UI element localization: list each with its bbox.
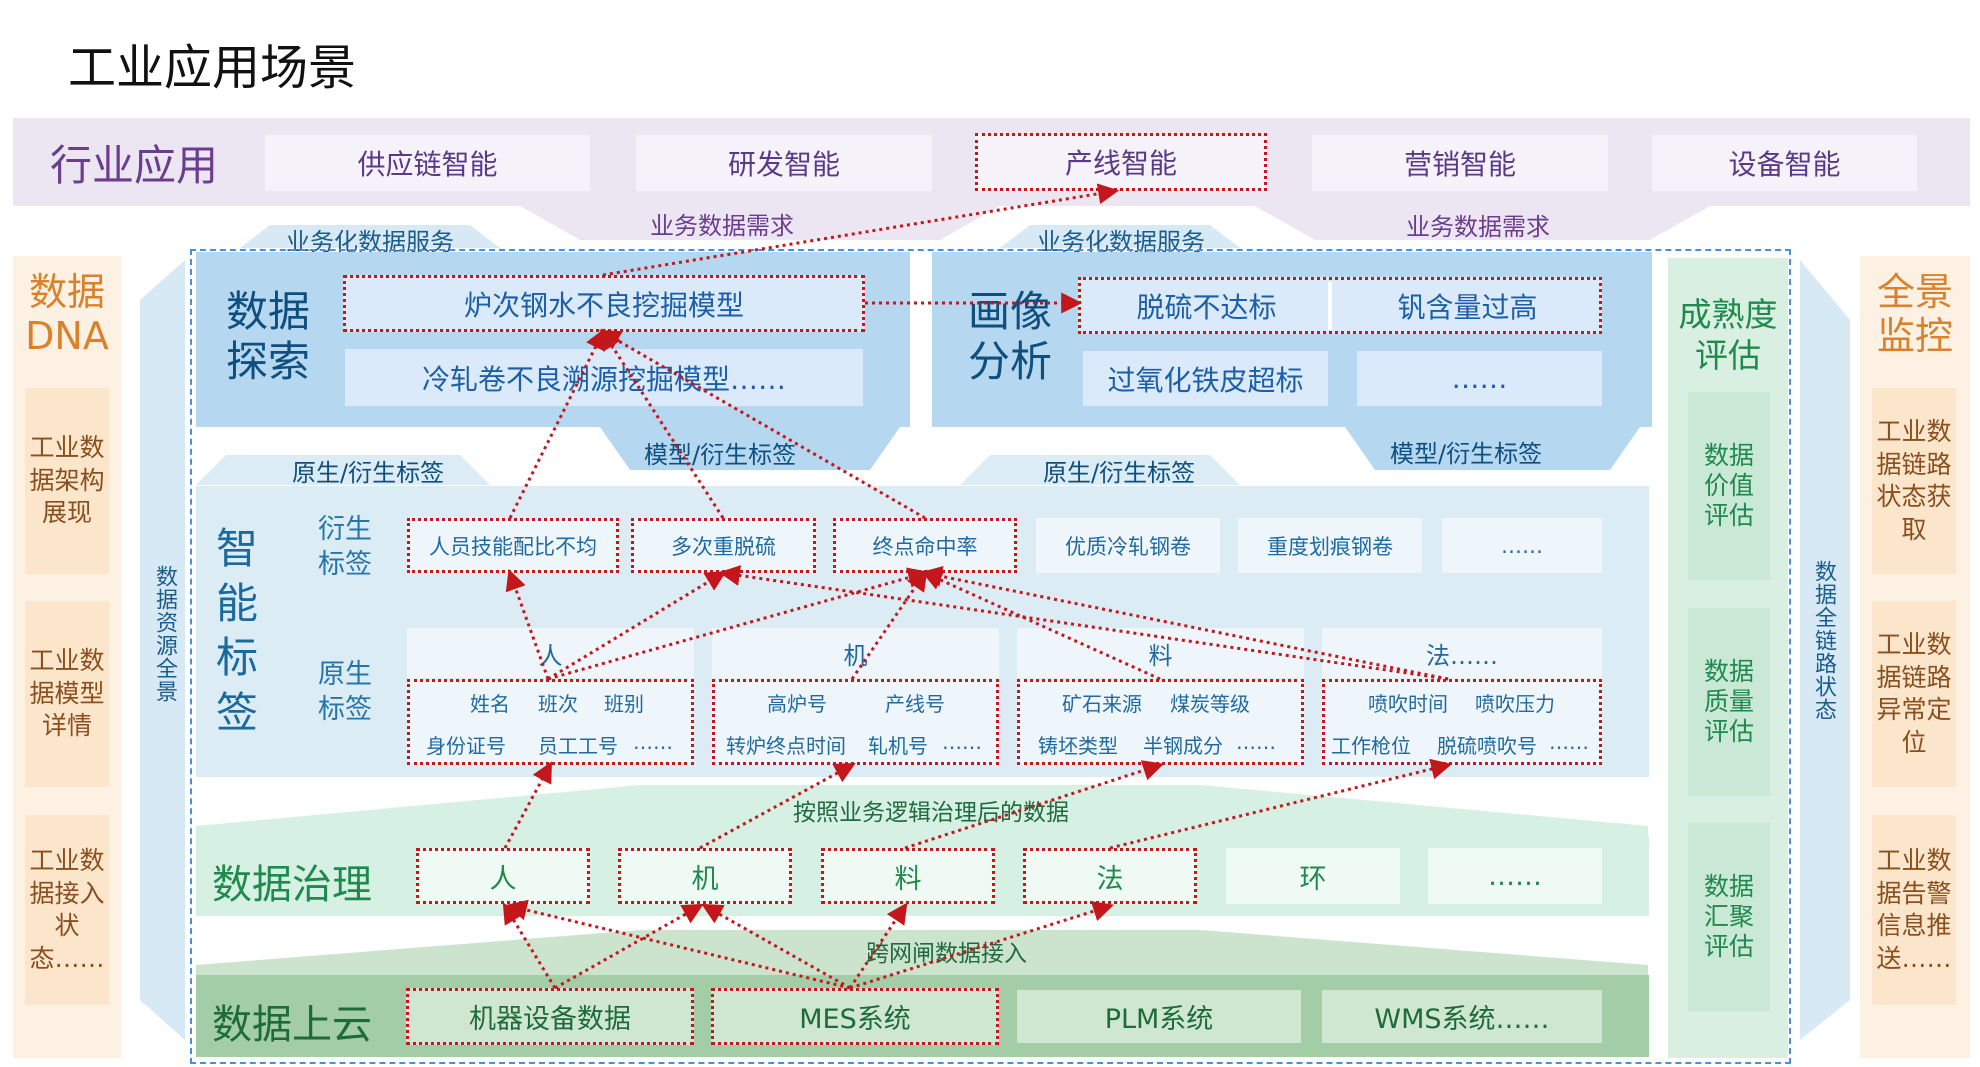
maturity-item-quality[interactable]: 数据质量评估 — [1688, 608, 1770, 796]
industry-item-equipment[interactable]: 设备智能 — [1652, 135, 1917, 191]
native-tag-more-2: …… — [942, 730, 982, 754]
native-tag-lance-position: 工作枪位 — [1331, 734, 1411, 758]
industry-item-rd[interactable]: 研发智能 — [636, 135, 932, 191]
label-native-derived-1: 原生/衍生标签 — [292, 459, 445, 487]
native-tag-blow-time: 喷吹时间 — [1368, 692, 1448, 716]
native-tag-coal-grade: 煤炭等级 — [1170, 692, 1250, 716]
smart-tags-title: 智能标签 — [216, 524, 259, 737]
native-tag-blow-pressure: 喷吹压力 — [1475, 692, 1555, 716]
category-machine: 机 — [712, 628, 999, 678]
native-tag-more-4: …… — [1549, 730, 1589, 754]
category-method: 法…… — [1322, 628, 1602, 678]
data-dna-item-model[interactable]: 工业数据模型详情 — [25, 601, 109, 787]
native-tag-name: 姓名 — [470, 692, 510, 716]
data-dna-item-architecture[interactable]: 工业数据架构展现 — [25, 388, 109, 574]
maturity-title-text: 成熟度评估 — [1678, 294, 1778, 375]
derived-tag-scratch-roll[interactable]: 重度划痕钢卷 — [1238, 518, 1422, 573]
native-tag-billet-type: 铸坯类型 — [1038, 734, 1118, 758]
native-tags-label: 原生标签 — [318, 659, 372, 726]
derived-tag-quality-roll[interactable]: 优质冷轧钢卷 — [1036, 518, 1220, 573]
panorama-title: 全景监控 — [1860, 270, 1970, 360]
native-tag-semi-steel: 半钢成分 — [1143, 734, 1223, 758]
data-governance-title: 数据治理 — [212, 862, 372, 908]
native-tag-line-no: 产线号 — [885, 692, 945, 716]
panorama-title-text: 全景监控 — [1876, 270, 1953, 358]
derived-tag-endpoint[interactable]: 终点命中率 — [833, 518, 1017, 573]
data-cloud-title: 数据上云 — [212, 1002, 372, 1048]
image-item-divider — [1328, 282, 1332, 330]
governance-item-method[interactable]: 法 — [1023, 848, 1197, 904]
native-group-person[interactable] — [407, 679, 694, 765]
derived-tags-label: 衍生标签 — [318, 514, 372, 581]
label-cross-network: 跨网闸数据接入 — [866, 941, 1027, 967]
image-item-vanadium[interactable]: 钒含量过高 — [1397, 291, 1538, 324]
image-item-desulfur[interactable]: 脱硫不达标 — [1136, 291, 1277, 324]
cloud-item-wms[interactable]: WMS系统…… — [1322, 990, 1602, 1043]
industry-item-marketing[interactable]: 营销智能 — [1312, 135, 1608, 191]
image-analysis-title: 画像分析 — [968, 287, 1053, 387]
label-native-derived-2: 原生/衍生标签 — [1043, 459, 1196, 487]
data-dna-item-access[interactable]: 工业数据接入状态…… — [25, 815, 109, 1005]
data-resource-label: 数据资源全景 — [152, 565, 177, 703]
cloud-item-machine-data[interactable]: 机器设备数据 — [406, 988, 694, 1045]
label-business-demand-2: 业务数据需求 — [1406, 213, 1550, 241]
panorama-item-status[interactable]: 工业数据链路状态获取 — [1872, 388, 1956, 574]
industry-item-supply[interactable]: 供应链智能 — [265, 135, 590, 191]
native-tag-team: 班别 — [604, 692, 644, 716]
page-title: 工业应用场景 — [68, 40, 357, 96]
category-person: 人 — [407, 628, 694, 678]
native-group-method[interactable] — [1322, 679, 1602, 765]
label-model-derived-2: 模型/衍生标签 — [1390, 440, 1543, 468]
native-tag-shift: 班次 — [538, 692, 578, 716]
governance-item-material[interactable]: 料 — [821, 848, 995, 904]
image-red-group — [1078, 277, 1602, 334]
label-model-derived-1: 模型/衍生标签 — [644, 441, 797, 469]
maturity-item-aggregation[interactable]: 数据汇聚评估 — [1688, 823, 1770, 1011]
native-tag-desulfur-no: 脱硫喷吹号 — [1437, 734, 1537, 758]
panorama-item-anomaly[interactable]: 工业数据链路异常定位 — [1872, 601, 1956, 787]
maturity-item-value[interactable]: 数据价值评估 — [1688, 392, 1770, 580]
derived-tag-skill[interactable]: 人员技能配比不均 — [407, 518, 619, 573]
derived-tag-desulfur[interactable]: 多次重脱硫 — [631, 518, 816, 573]
data-dna-title: 数据DNA — [13, 270, 121, 360]
native-tag-converter-time: 转炉终点时间 — [726, 734, 846, 758]
native-group-material[interactable] — [1017, 679, 1304, 765]
native-tag-furnace-no: 高炉号 — [767, 692, 827, 716]
native-tag-more-3: …… — [1236, 730, 1276, 754]
governance-item-environment[interactable]: 环 — [1226, 848, 1400, 904]
label-business-service-1: 业务化数据服务 — [286, 228, 454, 256]
governance-item-machine[interactable]: 机 — [618, 848, 792, 904]
native-tag-id: 身份证号 — [426, 734, 506, 758]
data-explore-title: 数据探索 — [226, 287, 311, 387]
native-tag-more-1: …… — [633, 730, 673, 754]
category-material: 料 — [1017, 628, 1304, 678]
data-dna-title-text: 数据DNA — [25, 270, 109, 358]
governance-item-person[interactable]: 人 — [416, 848, 590, 904]
native-tag-ore-source: 矿石来源 — [1062, 692, 1142, 716]
image-item-more[interactable]: …… — [1357, 351, 1602, 406]
native-tag-employee-no: 员工工号 — [538, 734, 618, 758]
panorama-item-alert[interactable]: 工业数据告警信息推送…… — [1872, 815, 1956, 1005]
maturity-title: 成熟度评估 — [1668, 290, 1788, 380]
data-chain-label: 数据全链路状态 — [1811, 560, 1836, 721]
industry-item-production[interactable]: 产线智能 — [975, 133, 1267, 191]
governance-item-more[interactable]: …… — [1428, 848, 1602, 904]
image-item-iron-scale[interactable]: 过氧化铁皮超标 — [1083, 351, 1328, 406]
label-business-demand-1: 业务数据需求 — [650, 212, 794, 240]
cloud-item-mes[interactable]: MES系统 — [711, 988, 999, 1045]
label-governed-data: 按照业务逻辑治理后的数据 — [793, 800, 1069, 826]
explore-item-furnace-model[interactable]: 炉次钢水不良挖掘模型 — [343, 275, 865, 332]
native-tag-mill-no: 轧机号 — [868, 734, 928, 758]
cloud-item-plm[interactable]: PLM系统 — [1017, 990, 1301, 1043]
derived-tag-more[interactable]: …… — [1442, 518, 1602, 573]
industry-title: 行业应用 — [50, 141, 219, 190]
explore-item-cold-roll-model[interactable]: 冷轧卷不良溯源挖掘模型…… — [345, 349, 863, 406]
